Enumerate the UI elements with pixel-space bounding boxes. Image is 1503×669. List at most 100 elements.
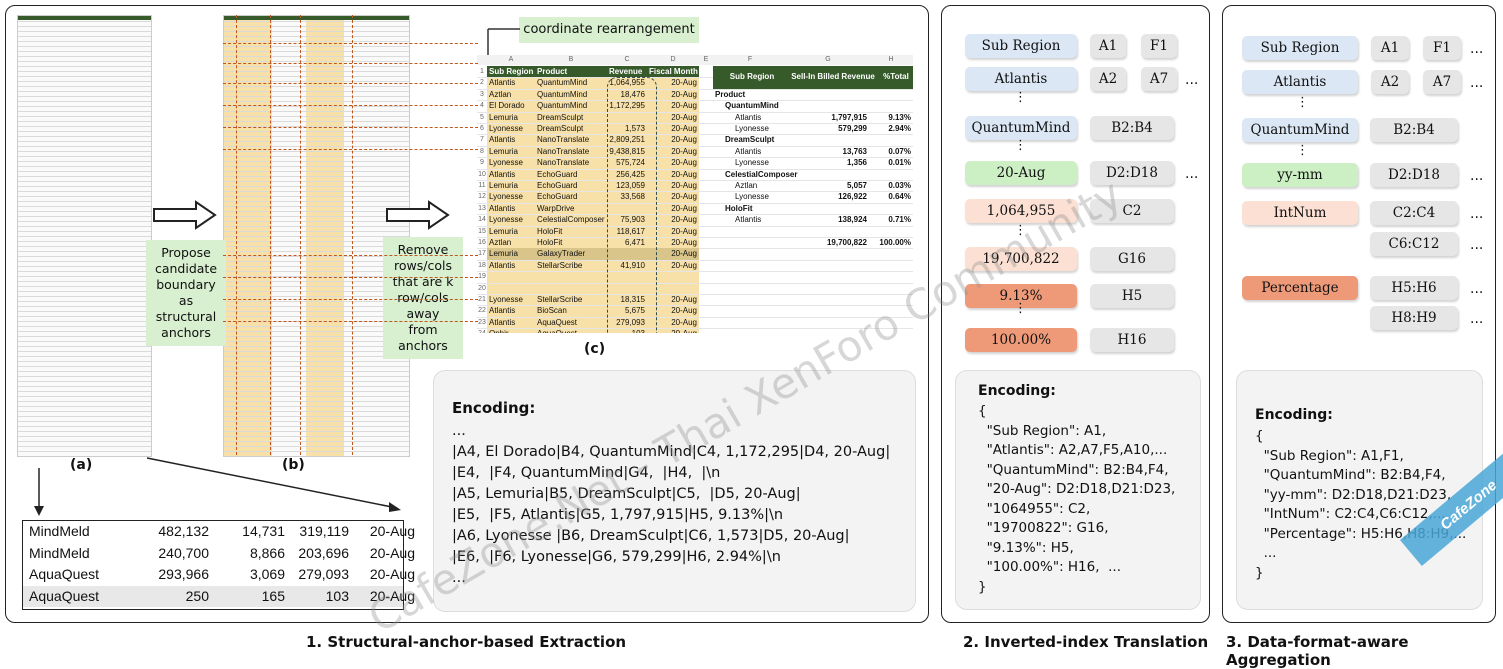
zoom-table-cell: 20-Aug: [369, 587, 415, 604]
caption-step3: 3. Data-format-aware Aggregation: [1226, 633, 1409, 669]
cell-ref-pill: C2: [1090, 199, 1174, 223]
mini-row-line: [224, 76, 409, 77]
mini-row-line: [18, 241, 151, 242]
sheet-cell: 5,675: [624, 306, 645, 316]
sheet-cell: AquaQuest: [537, 328, 605, 333]
mini-row-line: [224, 121, 409, 122]
pivot-value: 579,299: [838, 124, 867, 133]
more-ellipsis: ...: [1470, 168, 1484, 184]
sheet-cell: StellarScribe: [537, 295, 583, 304]
sheet-cell: EchoGuard: [537, 192, 578, 202]
row-line: [477, 88, 913, 90]
encoding-line: |E5, |F5, Atlantis|G5, 1,797,915|H5, 9.1…: [452, 507, 784, 523]
encoding-line: "100.00%": H16, ...: [978, 559, 1121, 575]
mini-row-line: [18, 331, 151, 332]
pivot-value: 1,797,915: [831, 112, 867, 122]
mini-row-line: [18, 31, 151, 32]
mini-row-line: [18, 176, 151, 177]
mini-row-line: [18, 136, 151, 137]
mini-row-line: [224, 281, 409, 282]
sheet-cell: 256,425: [616, 169, 645, 179]
row-line: [477, 168, 913, 170]
mini-row-line: [18, 196, 151, 197]
cell-ref-pill: H8:H9: [1370, 306, 1458, 330]
sheet-cell: 123,059: [616, 181, 645, 190]
zoom-table-cell: 3,069: [249, 566, 285, 582]
mini-row-line: [224, 86, 409, 87]
sheet-cell: Lyonesse: [489, 295, 523, 304]
sheet-cell: DreamSculpt: [537, 112, 584, 122]
pivot-percent: 2.94%: [888, 124, 911, 133]
cell-ref-pill: D2:D18: [1090, 161, 1174, 185]
sheet-cell: 20-Aug: [671, 203, 697, 213]
sheet-cell: Atlantis: [489, 135, 516, 145]
mini-row-line: [18, 186, 151, 187]
sheet-cell: NanoTranslate: [537, 146, 590, 156]
zoom-table-cell: 240,700: [158, 544, 209, 561]
sheet-cell: 20-Aug: [671, 78, 697, 88]
row-number: 13: [478, 204, 486, 212]
mini-row-line: [224, 71, 409, 72]
sheet-cell: Aztlan: [489, 238, 512, 247]
cell-ref-pill: C2:C4: [1370, 201, 1458, 225]
mini-row-line: [224, 21, 409, 22]
mini-row-line: [224, 276, 409, 277]
mini-row-line: [224, 101, 409, 102]
anchor-dashed-line: [236, 15, 237, 455]
pivot-percent: 100.00%: [879, 238, 911, 247]
more-ellipsis: ...: [1470, 311, 1484, 327]
mini-row-line: [18, 86, 151, 87]
mini-row-line: [224, 126, 409, 127]
mini-header-bar: [224, 16, 409, 20]
mini-row-line: [18, 51, 151, 52]
mini-row-line: [224, 396, 409, 397]
sheet-cell: Lemuria: [489, 112, 518, 122]
mini-row-line: [224, 201, 409, 202]
row-number: 6: [480, 125, 484, 132]
mini-row-line: [18, 401, 151, 402]
sheet-header-cell: Product: [537, 67, 568, 76]
row-line: [477, 202, 913, 204]
mini-row-line: [18, 246, 151, 247]
cell-ref-pill: A7: [1423, 70, 1461, 94]
zoom-connector: [34, 457, 401, 516]
sheet-cell: 75,903: [620, 215, 645, 225]
vertical-dots: ⋮: [1014, 223, 1027, 238]
mini-sheet-b: [223, 15, 410, 457]
sheet-cell: Aztlan: [489, 89, 512, 99]
mini-row-line: [224, 236, 409, 237]
mini-row-line: [18, 381, 151, 382]
mini-row-line: [224, 136, 409, 137]
col-letter: C: [624, 56, 630, 63]
mini-row-line: [18, 141, 151, 142]
mini-row-line: [18, 91, 151, 92]
mini-row-line: [18, 356, 151, 357]
mini-row-line: [18, 396, 151, 397]
mini-row-line: [18, 131, 151, 132]
row-line: [477, 316, 913, 318]
mini-row-line: [18, 301, 151, 302]
row-number: 20: [478, 284, 486, 292]
encoding-line: "QuantumMind": B2:B4,F4,: [1255, 467, 1446, 483]
sheet-cell: EchoGuard: [537, 169, 578, 179]
sheet-cell: HoloFit: [537, 226, 563, 236]
zoom-table-cell: 20-Aug: [369, 566, 415, 582]
mini-row-line: [224, 336, 409, 337]
mini-row-line: [224, 291, 409, 292]
sheet-cell: 20-Aug: [671, 249, 697, 259]
mini-row-line: [18, 416, 151, 417]
row-number: 14: [478, 216, 486, 224]
mini-row-line: [18, 126, 151, 127]
sheet-cell: QuantumMind: [537, 101, 588, 111]
sheet-cell: 2,809,251: [609, 135, 645, 145]
sheet-cell: 41,910: [620, 260, 645, 270]
sheet-cell: Lemuria: [489, 226, 518, 236]
mini-row-line: [224, 426, 409, 427]
sheet-cell: Atlantis: [489, 306, 516, 316]
sheet-cell: DreamSculpt: [537, 124, 584, 133]
mini-row-line: [18, 161, 151, 162]
mini-row-line: [18, 56, 151, 57]
